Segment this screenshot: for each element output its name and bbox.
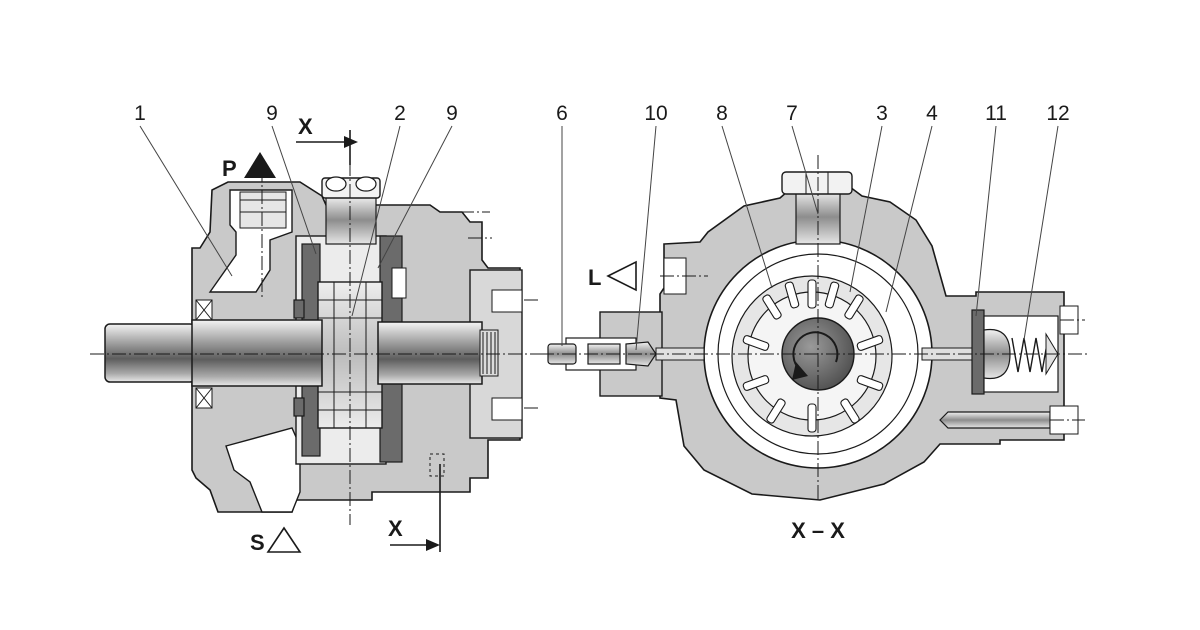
pressure-port-triangle (244, 152, 276, 178)
callout-8: 8 (716, 102, 728, 125)
suction-port-triangle (266, 526, 302, 553)
leakage-port-label: L (588, 265, 601, 290)
callout-9-right: 9 (446, 102, 458, 125)
section-mark-top: X (298, 114, 313, 139)
vanes (742, 279, 884, 433)
cross-section-x-x (540, 155, 1090, 501)
section-mark-bottom: X (388, 516, 403, 541)
section-labels: X X X – X (298, 114, 845, 543)
callout-7: 7 (786, 102, 798, 125)
leader-lines (139, 125, 1059, 351)
callout-1: 1 (134, 102, 146, 125)
callout-2: 2 (394, 102, 406, 125)
callout-3: 3 (876, 102, 888, 125)
callout-6: 6 (556, 102, 568, 125)
leakage-port-triangle (606, 260, 637, 292)
pressure-port-label: P (222, 156, 237, 181)
callout-labels: 1 9 2 9 6 10 8 7 3 4 11 12 (134, 102, 1070, 125)
callout-4: 4 (926, 102, 938, 125)
callout-12: 12 (1046, 102, 1069, 125)
callout-10: 10 (644, 102, 667, 125)
longitudinal-section (90, 130, 545, 553)
port-labels: P S L (222, 156, 601, 555)
callout-9-left: 9 (266, 102, 278, 125)
section-caption: X – X (791, 518, 845, 543)
suction-port-label: S (250, 530, 265, 555)
callout-11: 11 (985, 102, 1007, 125)
